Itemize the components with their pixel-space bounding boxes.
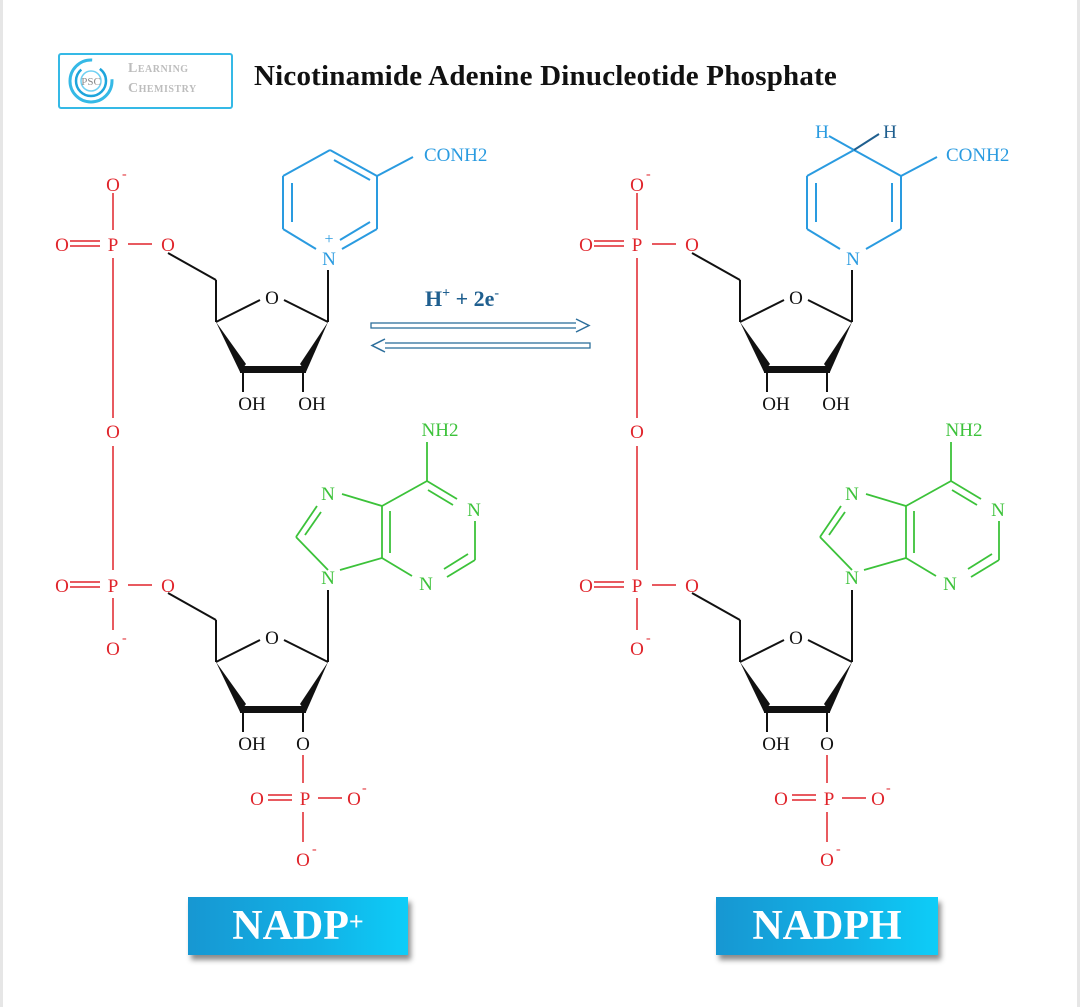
ring-nitrogen-charge: + bbox=[324, 231, 333, 248]
logo-line-2: Chemistry bbox=[128, 81, 197, 96]
badge-name: NADPH bbox=[752, 903, 902, 949]
phosphate-double-o: O bbox=[579, 235, 593, 256]
hydrogen-label: H bbox=[815, 122, 829, 143]
phosphate-o-minus: O bbox=[630, 175, 644, 196]
ring-nitrogen-label: N bbox=[846, 249, 860, 270]
negative-charge: - bbox=[122, 631, 127, 646]
ester-oxygen-label: O bbox=[820, 734, 834, 755]
ribose-oxygen-label: O bbox=[789, 628, 803, 649]
adenine-n1-label: N bbox=[467, 500, 481, 521]
reaction-arrows: H+ + 2e- bbox=[370, 286, 591, 353]
phosphate-double-o: O bbox=[55, 235, 69, 256]
adenine-n3-label: N bbox=[419, 574, 433, 595]
ester-oxygen-label: O bbox=[296, 734, 310, 755]
forward-arrow bbox=[370, 318, 591, 333]
phosphate-o-minus: O bbox=[106, 175, 120, 196]
phosphate-double-o: O bbox=[55, 576, 69, 597]
conh2-label: CONH2 bbox=[946, 145, 1009, 166]
adenine-n7-label: N bbox=[845, 484, 859, 505]
adenine-bonds bbox=[295, 441, 476, 578]
ribose-nicotinamide-bonds bbox=[691, 252, 853, 393]
reagent-e-charge: - bbox=[494, 286, 499, 301]
negative-charge: - bbox=[836, 842, 841, 857]
logo-line-1: Learning bbox=[128, 61, 189, 76]
phosphorus-label: P bbox=[108, 576, 119, 597]
logo-badge-text: PSC bbox=[81, 76, 101, 88]
nadph-label-badge: NADPH bbox=[716, 897, 938, 955]
badge-charge: + bbox=[348, 907, 364, 936]
badge-name: NADP bbox=[232, 903, 349, 949]
hydroxyl-label: OH bbox=[238, 394, 266, 415]
pyridinium-ring bbox=[282, 149, 414, 250]
bridging-oxygen: O bbox=[630, 422, 644, 443]
bridging-oxygen: O bbox=[106, 422, 120, 443]
hydroxyl-label: OH bbox=[298, 394, 326, 415]
negative-charge: - bbox=[122, 167, 127, 182]
reagent-electrons: + 2e bbox=[450, 286, 495, 311]
adenine-bonds bbox=[819, 441, 1000, 578]
ring-nitrogen-label: N bbox=[322, 249, 336, 270]
ribose-adenine-bonds bbox=[691, 589, 853, 733]
phosphate-ester-o: O bbox=[161, 235, 175, 256]
nadph-molecule: H H CONH2 N O OH OH O OH O O - O P O O O… bbox=[579, 122, 1009, 871]
phosphate-ester-o: O bbox=[685, 576, 699, 597]
hydroxyl-label: OH bbox=[762, 734, 790, 755]
phosphorus-label: P bbox=[632, 576, 643, 597]
ribose-nicotinamide-bonds bbox=[167, 252, 329, 393]
nadp-plus-label-badge: NADP+ bbox=[188, 897, 408, 955]
page-left-border bbox=[0, 0, 3, 1007]
phosphate-ester-o: O bbox=[161, 576, 175, 597]
phosphate-o-minus: O bbox=[630, 639, 644, 660]
phosphate-double-o: O bbox=[579, 576, 593, 597]
phosphorus-label: P bbox=[300, 789, 311, 810]
ribose-adenine-bonds bbox=[167, 589, 329, 733]
adenine-n1-label: N bbox=[991, 500, 1005, 521]
psc-learning-chemistry-logo: PSC Learning Chemistry bbox=[58, 53, 233, 109]
adenine-n9-label: N bbox=[845, 568, 859, 589]
negative-charge: - bbox=[362, 781, 367, 796]
phosphate-ester-o: O bbox=[685, 235, 699, 256]
reverse-arrow bbox=[370, 338, 591, 353]
negative-charge: - bbox=[886, 781, 891, 796]
hydroxyl-label: OH bbox=[822, 394, 850, 415]
page-right-border bbox=[1077, 0, 1080, 1007]
hydrogen-label: H bbox=[883, 122, 897, 143]
phosphorus-label: P bbox=[632, 235, 643, 256]
phosphorus-label: P bbox=[824, 789, 835, 810]
phosphate-o-minus: O bbox=[871, 789, 885, 810]
page-title: Nicotinamide Adenine Dinucleotide Phosph… bbox=[254, 60, 837, 92]
adenine-n9-label: N bbox=[321, 568, 335, 589]
hydroxyl-label: OH bbox=[762, 394, 790, 415]
nh2-label: NH2 bbox=[422, 420, 459, 441]
dihydropyridine-ring bbox=[806, 133, 938, 250]
ribose-oxygen-label: O bbox=[265, 628, 279, 649]
reagent-h-charge: + bbox=[442, 286, 450, 301]
nh2-label: NH2 bbox=[946, 420, 983, 441]
reagent-label: H+ + 2e- bbox=[425, 286, 499, 311]
ribose-oxygen-label: O bbox=[789, 288, 803, 309]
phosphate-double-o: O bbox=[774, 789, 788, 810]
phosphate-double-o: O bbox=[250, 789, 264, 810]
adenine-n7-label: N bbox=[321, 484, 335, 505]
adenine-n3-label: N bbox=[943, 574, 957, 595]
phosphorus-label: P bbox=[108, 235, 119, 256]
phosphate-o-minus: O bbox=[296, 850, 310, 871]
phosphate-o-minus: O bbox=[106, 639, 120, 660]
negative-charge: - bbox=[646, 631, 651, 646]
negative-charge: - bbox=[312, 842, 317, 857]
nadp-plus-molecule: CONH2 N + O OH OH O OH O O - O P O O O P… bbox=[55, 145, 487, 871]
hydroxyl-label: OH bbox=[238, 734, 266, 755]
phosphate-o-minus: O bbox=[347, 789, 361, 810]
conh2-label: CONH2 bbox=[424, 145, 487, 166]
psc-swirl-logo-icon: PSC bbox=[68, 58, 114, 104]
reagent-hydrogen: H bbox=[425, 286, 442, 311]
negative-charge: - bbox=[646, 167, 651, 182]
ribose-oxygen-label: O bbox=[265, 288, 279, 309]
phosphate-o-minus: O bbox=[820, 850, 834, 871]
